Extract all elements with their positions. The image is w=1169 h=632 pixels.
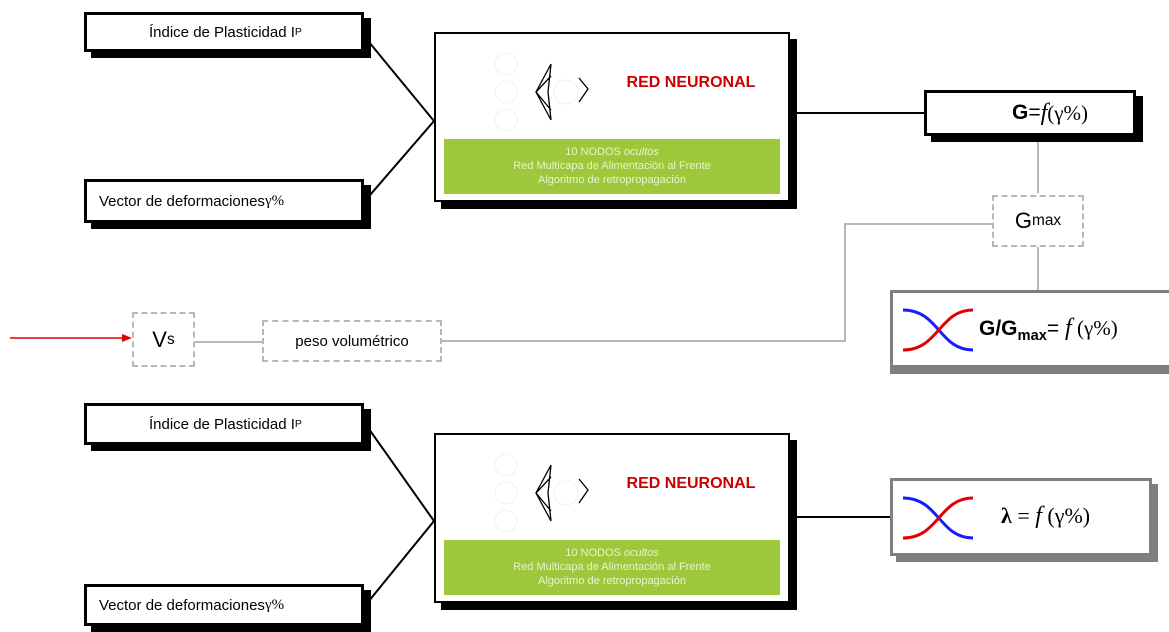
damping-curve-icon bbox=[902, 496, 974, 540]
strain-vector-label: Vector de deformaciones γ% bbox=[99, 192, 285, 210]
peso-volumetrico-box: peso volumétrico bbox=[262, 320, 442, 362]
strain-vector-input-top: Vector de deformaciones γ% bbox=[84, 179, 364, 223]
neural-network-box-bottom: RED NEURONAL 10 NODOS ocultos Red Multic… bbox=[434, 433, 790, 603]
strain-vector-input-bottom: Vector de deformaciones γ% bbox=[84, 584, 364, 626]
network-type-text: Red Multicapa de Alimentación al Frente bbox=[513, 561, 711, 573]
network-title: RED NEURONAL bbox=[626, 74, 756, 91]
neural-network-icon bbox=[494, 52, 589, 132]
g-ratio-formula: G/Gmax= f (γ%) bbox=[979, 315, 1118, 345]
damping-output-box: λ = f (γ%) bbox=[890, 478, 1152, 556]
neural-network-icon bbox=[494, 453, 589, 533]
network-details-panel: 10 NODOS ocultos Red Multicapa de Alimen… bbox=[444, 139, 780, 194]
strain-vector-label: Vector de deformaciones γ% bbox=[99, 596, 285, 614]
hidden-nodes-text: 10 NODOS ocultos bbox=[565, 146, 659, 158]
g-ratio-output-box: G/Gmax= f (γ%) bbox=[890, 290, 1169, 368]
network-details-panel: 10 NODOS ocultos Red Multicapa de Alimen… bbox=[444, 540, 780, 595]
algorithm-text: Algoritmo de retropropagación bbox=[538, 174, 686, 186]
neural-network-box-top: RED NEURONAL 10 NODOS ocultos Red Multic… bbox=[434, 32, 790, 202]
network-title: RED NEURONAL bbox=[626, 475, 756, 492]
g-output-box: G= f (γ%) bbox=[924, 90, 1136, 136]
degradation-curve-icon bbox=[902, 308, 974, 352]
algorithm-text: Algoritmo de retropropagación bbox=[538, 575, 686, 587]
damping-formula: λ = f (γ%) bbox=[1001, 503, 1091, 529]
hidden-nodes-text: 10 NODOS ocultos bbox=[565, 547, 659, 559]
network-type-text: Red Multicapa de Alimentación al Frente bbox=[513, 160, 711, 172]
